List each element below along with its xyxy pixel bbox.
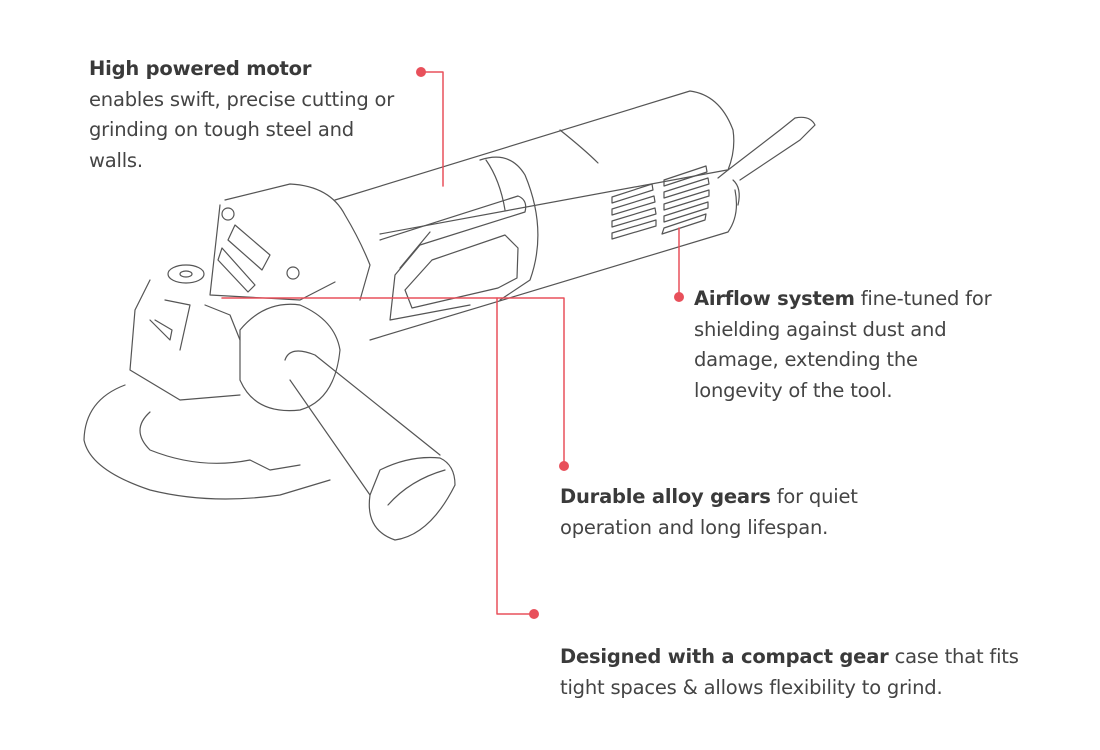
callout-compact: Designed with a compact gear case that f… [560, 642, 1030, 703]
callout-title: High powered motor [89, 57, 312, 80]
grinder-body [83, 90, 816, 541]
airflow-dot [674, 292, 684, 302]
compact-dot [529, 609, 539, 619]
motor-leader [420, 71, 444, 187]
callout-body: for quiet operation and long lifespan. [560, 485, 858, 539]
callout-motor: High powered motor enables swift, precis… [89, 54, 409, 176]
gears-dot [559, 461, 569, 471]
callout-title: Designed with a compact gear [560, 645, 889, 668]
callout-airflow: Airflow system fine-tuned for shielding … [694, 284, 994, 406]
callout-title: Durable alloy gears [560, 485, 771, 508]
leader-lines [221, 67, 684, 619]
callout-gears: Durable alloy gears for quiet operation … [560, 482, 880, 543]
motor-dot [416, 67, 426, 77]
callout-title: Airflow system [694, 287, 855, 310]
callout-body: fine-tuned for shielding against dust an… [694, 287, 992, 402]
callout-body: enables swift, precise cutting or grindi… [89, 87, 395, 172]
compact-leader [496, 297, 535, 615]
gears-leader [221, 297, 565, 467]
air-vents [611, 165, 710, 240]
callout-body: case that fits tight spaces & allows fle… [560, 645, 1019, 699]
